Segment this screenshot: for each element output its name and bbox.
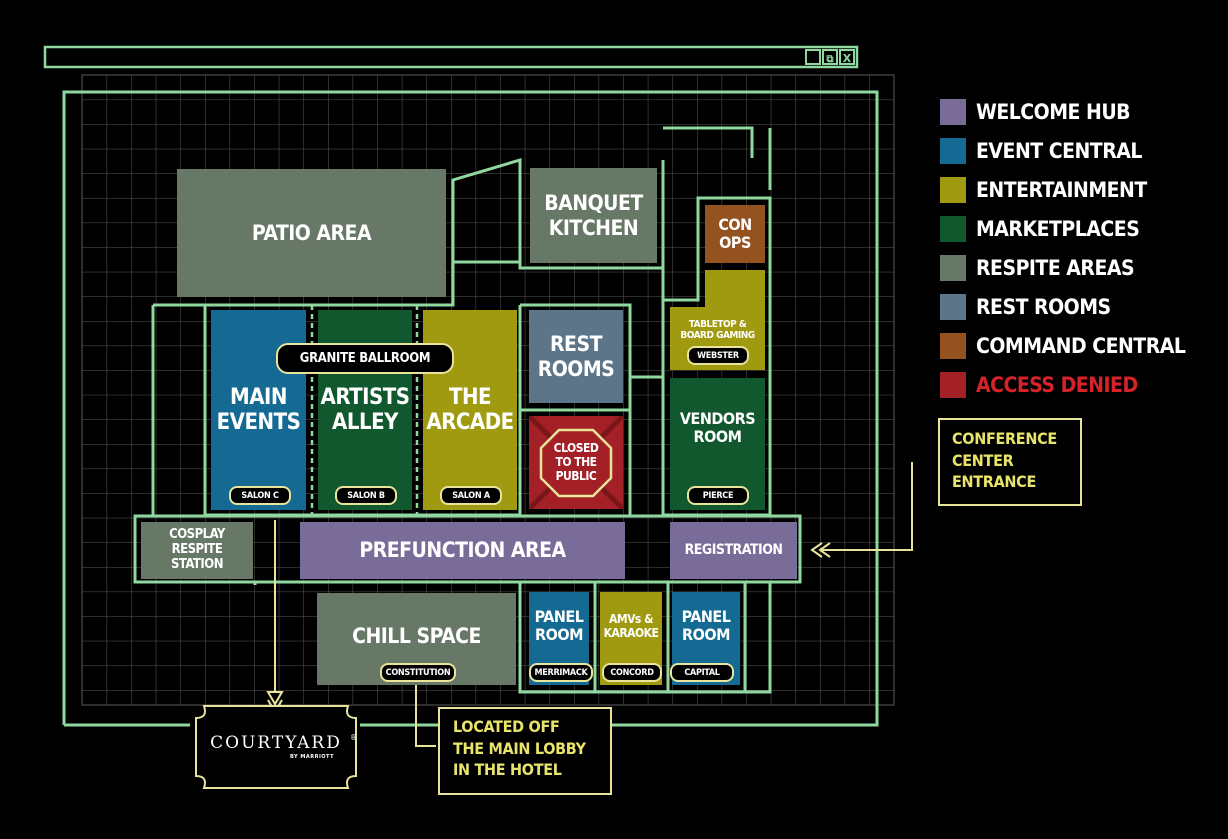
legend-item: MARKETPLACES [940,209,1185,248]
legend-swatch [940,176,966,203]
stop-sign-icon [539,428,613,498]
legend-label: RESPITE AREAS [976,255,1135,280]
amvs-label: AMVs & KARAOKE [603,612,659,640]
legend-item: COMMAND CENTRAL [940,326,1186,365]
legend-item: REST ROOMS [940,287,1185,326]
legend: WELCOME HUB EVENT CENTRAL ENTERTAINMENT MAR… [940,92,1186,404]
building-outline [62,90,879,727]
legend-label: REST ROOMS [976,294,1111,319]
restore-button[interactable] [822,49,838,65]
webster-tag: WEBSTER [687,346,749,365]
constitution-tag: CONSTITUTION [380,663,456,682]
legend-swatch [940,137,966,164]
con-ops-room[interactable] [705,205,765,263]
courtyard-name: COURTYARD [210,733,342,753]
vendors-label: VENDORS ROOM [679,408,756,446]
rest-rooms-area[interactable] [529,310,623,403]
legend-label: MARKETPLACES [976,216,1140,241]
panel1-label: PANEL ROOM [534,606,584,644]
salon-a-tag: SALON A [440,486,502,505]
legend-swatch [940,215,966,242]
legend-swatch [940,98,966,125]
legend-item: ENTERTAINMENT [940,170,1185,209]
minimize-icon: _ [810,51,816,66]
legend-label: ACCESS DENIED [976,372,1138,397]
window-title-bar [43,45,859,69]
courtyard-reg: ® [350,733,358,742]
entrance-label: CONFERENCE CENTER ENTRANCE [952,429,1057,492]
close-button[interactable] [839,49,855,65]
panel2-label: PANEL ROOM [681,606,731,644]
registration-label: REGISTRATION [684,542,783,559]
legend-item: WELCOME HUB [940,92,1185,131]
minimize-button[interactable] [805,49,821,65]
restore-icon: ⧉ [826,54,833,65]
concord-tag: CONCORD [602,663,662,682]
legend-item: ACCESS DENIED [940,365,1185,404]
entrance-callout [938,418,1082,506]
legend-item: RESPITE AREAS [940,248,1185,287]
arcade-label: THE ARCADE [426,384,514,435]
legend-item: EVENT CENTRAL [940,131,1185,170]
prefunction-label: PREFUNCTION AREA [359,538,566,563]
capital-tag: CAPITAL [670,663,734,682]
entrance-arrow [810,462,913,558]
banquet-label: BANQUET KITCHEN [544,191,643,240]
tabletop-label: TABLETOP & BOARD GAMING [680,318,755,342]
close-icon: X [843,52,852,65]
chill-label: CHILL SPACE [352,623,481,648]
salon-c-tag: SALON C [229,486,291,505]
legend-swatch [940,371,966,398]
merrimack-tag: MERRIMACK [529,663,593,682]
legend-swatch [940,293,966,320]
legend-label: COMMAND CENTRAL [976,333,1186,358]
patio-label: PATIO AREA [251,220,372,245]
closed-label: CLOSED TO THE PUBLIC [553,441,599,483]
banquet-kitchen[interactable] [530,168,657,263]
legend-label: ENTERTAINMENT [976,177,1147,202]
room-dividers [310,305,419,515]
granite-ballroom-badge: GRANITE BALLROOM [276,343,454,374]
lobby-label: LOCATED OFF THE MAIN LOBBY IN THE HOTEL [453,717,586,780]
cosplay-station[interactable] [141,522,253,579]
legend-swatch [940,332,966,359]
legend-label: EVENT CENTRAL [976,138,1142,163]
artists-alley-label: ARTISTS ALLEY [320,384,410,435]
rest-rooms-label: REST ROOMS [537,332,615,381]
main-events-label: MAIN EVENTS [216,384,301,435]
legend-label: WELCOME HUB [976,99,1131,124]
cosplay-label: COSPLAY RESPITE STATION [169,527,225,572]
con-ops-label: CON OPS [718,214,752,252]
legend-swatch [940,254,966,281]
registration-area[interactable] [670,522,797,579]
courtyard-sub: BY MARRIOTT [290,754,334,760]
pierce-tag: PIERCE [687,486,749,505]
patio-area[interactable] [177,169,446,297]
closed-x-mark [529,416,623,509]
lobby-callout [438,707,612,795]
salon-b-tag: SALON B [335,486,397,505]
prefunction-area[interactable] [300,522,625,579]
courtyard-logo [195,705,357,789]
